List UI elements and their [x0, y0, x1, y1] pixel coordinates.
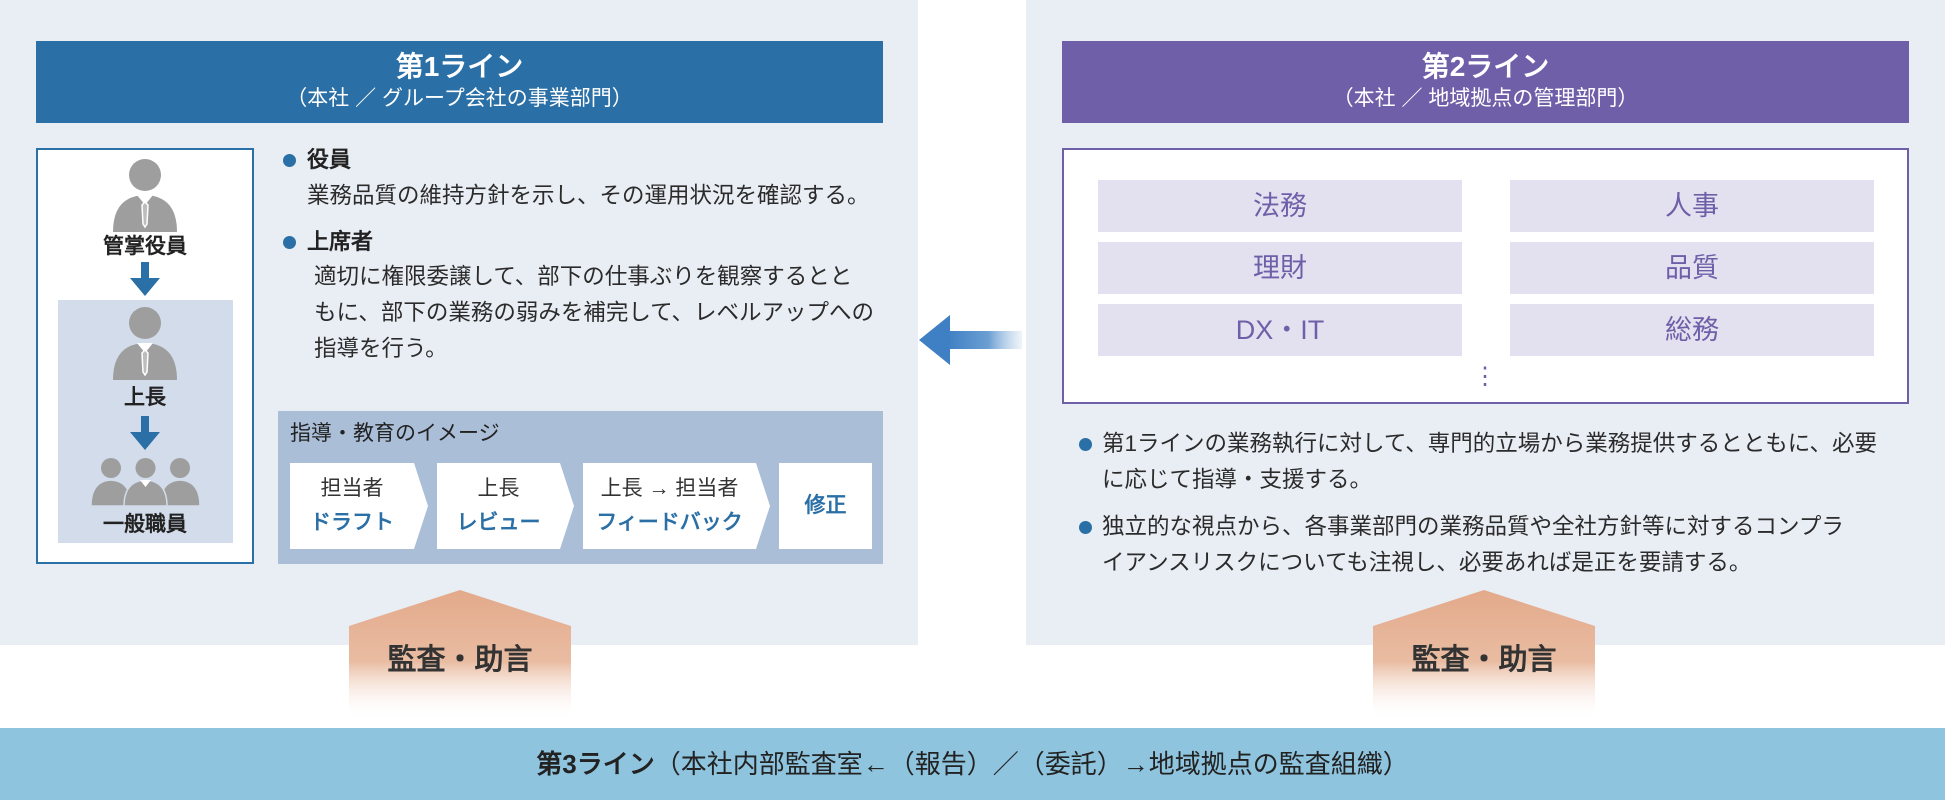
- department-quality: 品質: [1510, 242, 1874, 294]
- step-role: 上長: [477, 477, 520, 500]
- audit-label-line2: 監査・助言: [1411, 644, 1557, 676]
- line2-subtitle: （本社 ／ 地域拠点の管理部門）: [1332, 87, 1639, 110]
- line1-subtitle: （本社 ／ グループ会社の事業部門）: [286, 87, 633, 110]
- text-line: 適切に権限委譲して、部下の仕事ぶりを観察するとと: [314, 264, 853, 289]
- arrow-left-icon: [919, 315, 1022, 365]
- bullet-dot: [1079, 438, 1092, 451]
- line2-title: 第2ライン: [1421, 51, 1550, 82]
- bullet-text-executive: 業務品質の維持方針を示し、その運用状況を確認する。: [307, 178, 870, 214]
- step-action: 修正: [804, 494, 847, 517]
- department-hr: 人事: [1510, 180, 1874, 232]
- step-draft: 担当者 ドラフト: [290, 463, 428, 549]
- line3-bar: 第3ライン（本社内部監査室←（報告）／（委託）→地域拠点の監査組織）: [0, 728, 1945, 800]
- text-line: 第1ラインの業務執行に対して、専門的立場から業務提供するとともに、必要: [1102, 431, 1878, 456]
- text-line: 独立的な視点から、各事業部門の業務品質や全社方針等に対するコンプラ: [1102, 514, 1844, 539]
- audit-label-line1: 監査・助言: [387, 644, 533, 676]
- bullet-heading-executive: 役員: [307, 147, 352, 172]
- arrow-down-icon: [130, 262, 160, 296]
- text-line: 指導を行う。: [314, 336, 448, 361]
- bullet-dot: [283, 236, 296, 249]
- executive-person-icon: [113, 159, 177, 232]
- text-line: もに、部下の業務の弱みを補完して、レベルアップへの: [314, 300, 875, 325]
- bullet-dot: [283, 154, 296, 167]
- bullet-heading-supervisor: 上席者: [307, 229, 374, 254]
- more-departments-indicator: ⋮: [1473, 363, 1497, 390]
- guidance-title: 指導・教育のイメージ: [290, 422, 500, 445]
- step-role: 担当者: [320, 477, 384, 500]
- text-line: 業務品質の維持方針を示し、その運用状況を確認する。: [307, 183, 870, 208]
- text-line: に応じて指導・支援する。: [1102, 467, 1373, 492]
- step-review: 上長 レビュー: [437, 463, 574, 549]
- hierarchy-label-staff: 一般職員: [103, 513, 187, 536]
- department-general-affairs: 総務: [1510, 304, 1874, 356]
- line1-title: 第1ライン: [395, 51, 524, 82]
- step-role: 上長 → 担当者: [600, 477, 739, 500]
- arrow-down-icon: [130, 416, 160, 450]
- audit-arrow-right: [1373, 590, 1595, 720]
- hierarchy-label-executive: 管掌役員: [103, 235, 187, 258]
- department-finance: 理財: [1098, 242, 1462, 294]
- step-feedback: 上長 → 担当者 フィードバック: [583, 463, 770, 549]
- step-action: ドラフト: [310, 511, 394, 534]
- text-line: イアンスリスクについても注視し、必要あれば是正を要請する。: [1102, 550, 1752, 575]
- line1-header: 第1ライン （本社 ／ グループ会社の事業部門）: [36, 41, 883, 123]
- audit-arrow-left: [349, 590, 571, 720]
- line2-bullet-compliance: 独立的な視点から、各事業部門の業務品質や全社方針等に対するコンプラ イアンスリス…: [1102, 509, 1844, 581]
- step-correction: 修正: [779, 463, 872, 549]
- hierarchy-label-supervisor: 上長: [124, 386, 166, 409]
- step-action: レビュー: [456, 511, 541, 534]
- department-legal: 法務: [1098, 180, 1462, 232]
- line3-detail: （本社内部監査室←（報告）／（委託）→地域拠点の監査組織）: [654, 749, 1409, 779]
- step-action: フィードバック: [596, 511, 743, 534]
- staff-group-icon: [90, 458, 201, 506]
- bullet-dot: [1079, 521, 1092, 534]
- department-dx-it: DX・IT: [1098, 304, 1462, 356]
- supervisor-person-icon: [113, 307, 177, 380]
- line2-header: 第2ライン （本社 ／ 地域拠点の管理部門）: [1062, 41, 1909, 123]
- bullet-text-supervisor: 適切に権限委譲して、部下の仕事ぶりを観察するとと もに、部下の業務の弱みを補完し…: [314, 259, 874, 367]
- line2-bullet-support: 第1ラインの業務執行に対して、専門的立場から業務提供するとともに、必要 に応じて…: [1102, 426, 1877, 498]
- line3-title: 第3ライン: [536, 749, 655, 779]
